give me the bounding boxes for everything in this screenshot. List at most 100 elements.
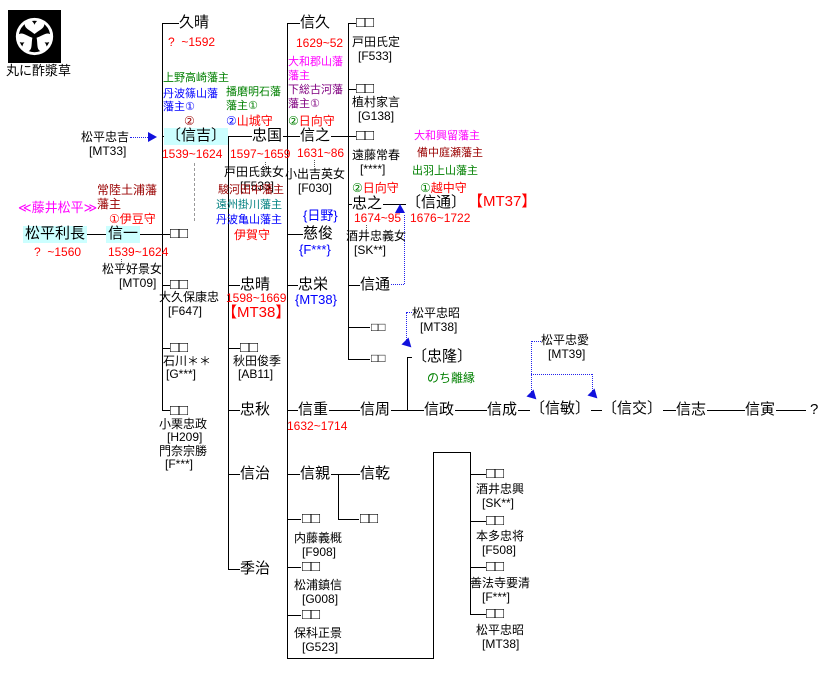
adoption-path (406, 312, 407, 342)
title-nobumichi-etchu-seg1: 越中守 (430, 181, 467, 195)
daughter-sq-ishikawa: □□ (170, 339, 189, 356)
connector-line (470, 474, 486, 475)
person-nobuyoshi: 〔信吉〕 (164, 127, 229, 145)
connector-line (338, 519, 359, 520)
connector-line (433, 452, 434, 658)
wife-tadayuki-code: [SK**] (354, 243, 387, 257)
husband-monna-code: [F***] (165, 457, 194, 471)
connector-line (162, 23, 179, 24)
dates-hisaharu: ? ~1592 (168, 35, 216, 49)
daughter-sq-matsuura: □□ (302, 558, 321, 575)
title-nobuyoshi-takasaki: 上野高崎藩主 (163, 72, 229, 84)
connector-line (470, 452, 471, 614)
adoption-path (404, 215, 405, 284)
title-nobuyoshi-2: ② (184, 114, 195, 128)
husband-ishikawa-code: [G***] (166, 367, 197, 381)
dates-nobukazu: 1539~1624 (108, 245, 169, 259)
connector-line (348, 23, 349, 359)
connector-line (287, 23, 288, 658)
connector-line (227, 136, 252, 137)
husband-hoshina-code: [G523] (302, 640, 339, 654)
connector-line (287, 285, 298, 286)
husband-zenpoji: 善法寺要清 (470, 576, 531, 590)
title-tadakuni-akashi1: 播磨明石藩 (226, 86, 281, 98)
connector-line (86, 234, 106, 235)
spouse-link (194, 163, 195, 221)
person-nobukazu: 信一 (106, 225, 141, 243)
person-nobuhisa: 信久 (300, 14, 331, 31)
daughter-sq-nobuyuki2: □□ (371, 351, 386, 365)
connector-line (518, 410, 530, 411)
person-tadayuki: 忠之 (352, 195, 383, 212)
adoption-path (531, 341, 532, 394)
connector-line (348, 204, 352, 205)
wife-nobukazu-code: [MT09] (119, 276, 157, 290)
husband-uemura-code: [G138] (358, 109, 395, 123)
dates-tadakuni: 1597~1659 (230, 147, 291, 161)
person-tadataka-adopted: 〔忠隆〕 (412, 348, 473, 365)
title-tadaharu-iga: 伊賀守 (234, 228, 271, 242)
daughter-sq-nobukan: □□ (360, 510, 379, 527)
title-nobuyoshi-sasayama1: 丹波篠山藩 (163, 88, 218, 100)
husband-ishikawa: 石川＊＊ (163, 354, 212, 368)
connector-line (433, 452, 471, 453)
husband-okubo: 大久保康忠 (159, 290, 220, 304)
person-nobuyuki: 信之 (300, 127, 331, 144)
connector-line (162, 348, 170, 349)
daughter-sq-nobuyoshi-wife: □□ (170, 225, 189, 242)
connector-line (139, 234, 170, 235)
connector-line (162, 285, 170, 286)
title-nobukazu-izu: ①伊豆守 (109, 212, 156, 226)
connector-line (663, 410, 676, 411)
connector-line (391, 410, 424, 411)
daughter-sq-okubo: □□ (170, 276, 189, 293)
bioparent-matsudaira-tadayoshi: 松平忠吉 (81, 130, 130, 144)
husband-sakai2-code: [SK**] (482, 496, 515, 510)
connector-line (162, 410, 170, 411)
daughter-sq-honda: □□ (486, 512, 505, 529)
dates-nobuyoshi: 1539~1624 (162, 147, 223, 161)
connector-line (348, 23, 356, 24)
wife-nobukazu: 松平好景女 (102, 262, 163, 276)
connector-line (470, 614, 486, 615)
adoption-path (130, 137, 148, 138)
connector-line (348, 285, 360, 286)
title-tadakuni-akashi2: 藩主① (226, 100, 258, 112)
person-nobuyuki2: 信志 (676, 401, 707, 418)
husband-toda-ujisada: 戸田氏定 (352, 35, 401, 49)
code-nobumichi-mt37: 【MT37】 (468, 193, 537, 210)
code-tadayoshi2: {MT38} (295, 292, 337, 307)
spouse-link (314, 160, 315, 167)
title-nobuyuki-hyuga-seg0: ② (288, 114, 299, 128)
title-tadaharu-tanaka: 駿河田中藩主 (218, 184, 284, 196)
connector-line (470, 521, 486, 522)
daughter-sq-oguri: □□ (170, 402, 189, 419)
dates-nobuhisa: 1629~52 (296, 36, 344, 50)
person-nobukata-adopted: 〔信交〕 (602, 400, 663, 417)
crest-caption: 丸に酢漿草 (6, 63, 72, 78)
connector-line (228, 410, 240, 411)
husband-honda: 本多忠将 (476, 529, 525, 543)
bioparent-tadaaki: 松平忠昭 (412, 306, 461, 320)
adoption-path (592, 374, 593, 393)
title-nobumichi-niwase: 備中庭瀬藩主 (417, 147, 483, 159)
wife-tadakuni-code: [F533] (240, 179, 275, 193)
husband-akita: 秋田俊季 (233, 354, 282, 368)
husband-endo: 遠藤常春 (352, 148, 401, 162)
husband-matsuura: 松浦鎮信 (294, 578, 343, 592)
title-nobukazu-tsuchiura2: 藩主 (97, 197, 122, 211)
connector-line (470, 567, 486, 568)
husband-endo-code: [****] (360, 162, 386, 176)
connector-line (287, 410, 298, 411)
person-suetharu: 季治 (240, 560, 271, 577)
dates-tadayuki: 1674~95 (354, 211, 402, 225)
title-tadayuki-hyuga-seg1: 日向守 (362, 181, 399, 195)
dates-nobuyuki: 1631~86 (297, 146, 345, 160)
person-nobutora: 信寅 (745, 401, 776, 418)
husband-okubo-code: [F647] (168, 304, 203, 318)
bioparent-tadazane-code: [MT39] (548, 347, 586, 361)
person-nobuharu2: 信治 (240, 465, 271, 482)
connector-line (228, 569, 240, 570)
title-nobuyuki-hyuga: ②日向守 (288, 114, 335, 128)
person-nobunari: 信成 (487, 401, 518, 418)
